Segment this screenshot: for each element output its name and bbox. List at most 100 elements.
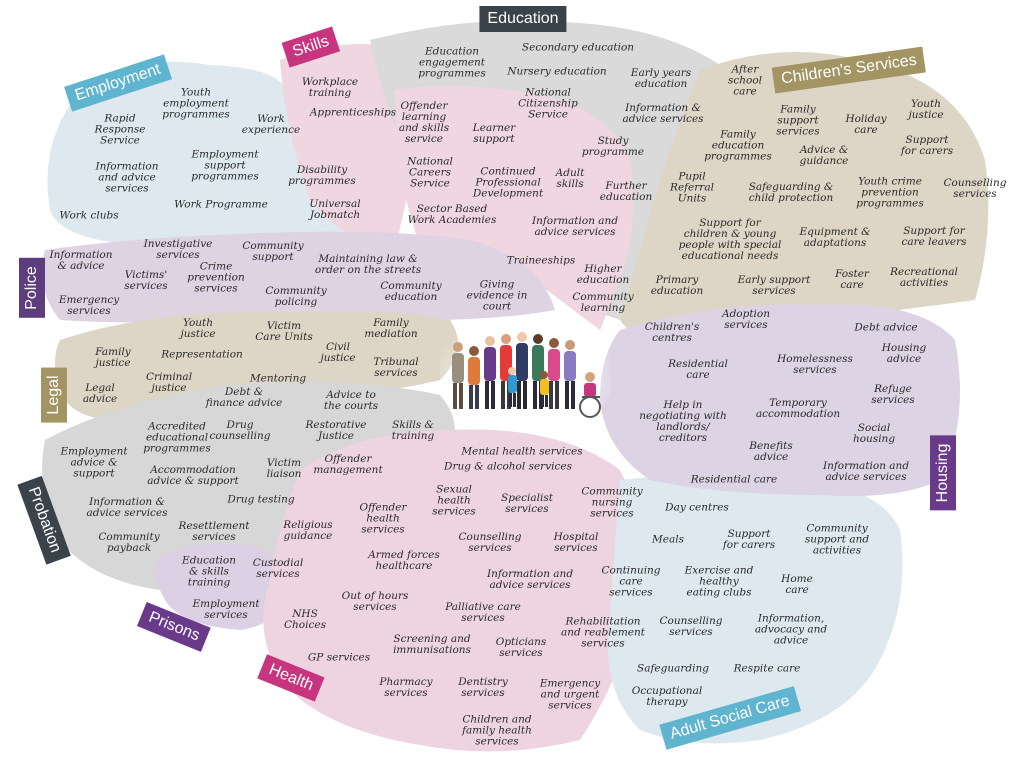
service-label: Homelessness services <box>777 353 853 376</box>
service-label: Higher education <box>576 263 630 286</box>
service-label: Recreational activities <box>890 266 958 289</box>
service-label: Community learning <box>572 291 634 314</box>
service-label: Home care <box>781 573 813 596</box>
service-label: Youth crime prevention programmes <box>856 175 924 210</box>
service-label: Legal advice <box>82 382 118 405</box>
service-label: Equipment & adaptations <box>799 226 871 249</box>
service-label: Mentoring <box>249 372 307 385</box>
service-label: Skills & training <box>391 419 435 442</box>
service-label: Victim Care Units <box>255 320 313 343</box>
service-label: Foster care <box>835 268 869 291</box>
service-label: Representation <box>161 348 243 361</box>
service-label: Investigative services <box>143 238 213 261</box>
service-label: Day centres <box>665 501 729 514</box>
service-label: Custodial services <box>252 557 304 580</box>
service-label: Employment support programmes <box>191 148 259 183</box>
service-label: Employment services <box>192 598 260 621</box>
service-label: Work clubs <box>59 209 119 222</box>
sector-label-police: Police <box>19 258 45 318</box>
service-label: Opticians services <box>495 636 547 659</box>
region-children <box>620 52 989 346</box>
service-label: Residential care <box>690 473 778 486</box>
service-label: Family education programmes <box>704 128 772 163</box>
service-label: Support for carers <box>900 134 954 157</box>
service-label: Refuge services <box>871 383 915 406</box>
service-label: Adult skills <box>555 167 585 190</box>
service-label: Traineeships <box>506 254 576 267</box>
service-label: Drug testing <box>227 493 295 506</box>
service-label: Out of hours services <box>341 590 409 613</box>
service-label: Information, advocacy and advice <box>754 612 828 647</box>
service-label: National Careers Service <box>407 155 453 190</box>
service-label: Help in negotiating with landlords/ cred… <box>639 399 727 444</box>
service-label: Emergency services <box>58 294 120 317</box>
service-label: Continued Professional Development <box>472 165 544 200</box>
service-label: Information and advice services <box>95 160 159 195</box>
service-label: Accommodation advice & support <box>147 464 239 487</box>
service-label: Advice & guidance <box>799 144 849 167</box>
wheelchair-icon <box>579 372 601 418</box>
region-probation <box>42 381 456 613</box>
service-label: Emergency and urgent services <box>539 677 601 712</box>
person-figure <box>452 332 576 409</box>
service-label: Specialist services <box>501 492 553 515</box>
service-label: Further education <box>599 180 653 203</box>
region-adult <box>608 475 903 744</box>
service-label: GP services <box>307 651 371 664</box>
service-label: Debt advice <box>854 321 918 334</box>
service-label: Pupil Referral Units <box>670 170 714 205</box>
service-label: Continuing care services <box>601 564 661 599</box>
service-label: Residential care <box>668 358 728 381</box>
service-label: Benefits advice <box>749 440 793 463</box>
service-label: Youth justice <box>180 317 216 340</box>
service-label: Apprenticeships <box>309 106 397 119</box>
service-label: Information and advice services <box>822 460 910 483</box>
service-label: Sector Based Work Academies <box>407 203 497 226</box>
service-label: Restorative Justice <box>305 419 367 442</box>
service-label: Education & skills training <box>182 554 236 589</box>
service-label: Safeguarding & child protection <box>748 181 834 204</box>
service-label: Community education <box>380 280 442 303</box>
service-label: NHS Choices <box>284 608 326 631</box>
service-label: Rapid Response Service <box>94 112 146 147</box>
service-label: Holiday care <box>845 113 887 136</box>
service-label: Support for carers <box>722 528 776 551</box>
service-label: Offender health services <box>359 501 407 536</box>
service-label: Resettlement services <box>178 520 250 543</box>
region-housing <box>600 304 960 496</box>
region-health <box>263 429 643 752</box>
service-label: Crime prevention services <box>187 260 245 295</box>
service-label: Advice to the courts <box>323 389 379 412</box>
service-label: Study programme <box>581 135 645 158</box>
service-label: Primary education <box>650 274 704 297</box>
service-label: Armed forces healthcare <box>368 549 440 572</box>
service-label: Community support <box>242 240 304 263</box>
service-label: Family mediation <box>364 317 418 340</box>
sector-label-education: Education <box>479 6 567 32</box>
service-label: Learner support <box>472 122 516 145</box>
service-label: Safeguarding <box>637 662 709 675</box>
service-label: Debt & finance advice <box>205 386 283 409</box>
region-education-inner <box>395 86 634 330</box>
service-label: Exercise and healthy eating clubs <box>684 564 754 599</box>
service-label: Civil justice <box>320 341 356 364</box>
service-label: Housing advice <box>881 342 927 365</box>
service-label: Rehabilitation and reablement services <box>560 615 646 650</box>
service-label: Meals <box>652 533 684 546</box>
service-label: Mental health services <box>461 445 583 458</box>
service-label: Information and advice services <box>531 215 619 238</box>
service-label: Information & advice services <box>86 496 168 519</box>
service-label: Sexual health services <box>432 483 476 518</box>
service-label: Education engagement programmes <box>418 45 486 80</box>
service-label: Pharmacy services <box>379 676 433 699</box>
service-label: Drug counselling <box>209 419 271 442</box>
service-label: Tribunal services <box>373 356 419 379</box>
service-label: After school care <box>727 63 763 98</box>
region-prisons <box>156 543 290 630</box>
service-label: Information & advice services <box>622 102 704 125</box>
service-label: Victims' services <box>124 269 168 292</box>
service-label: Palliative care services <box>445 601 521 624</box>
service-label: Giving evidence in court <box>466 278 528 313</box>
service-label: Information & advice <box>49 249 113 272</box>
